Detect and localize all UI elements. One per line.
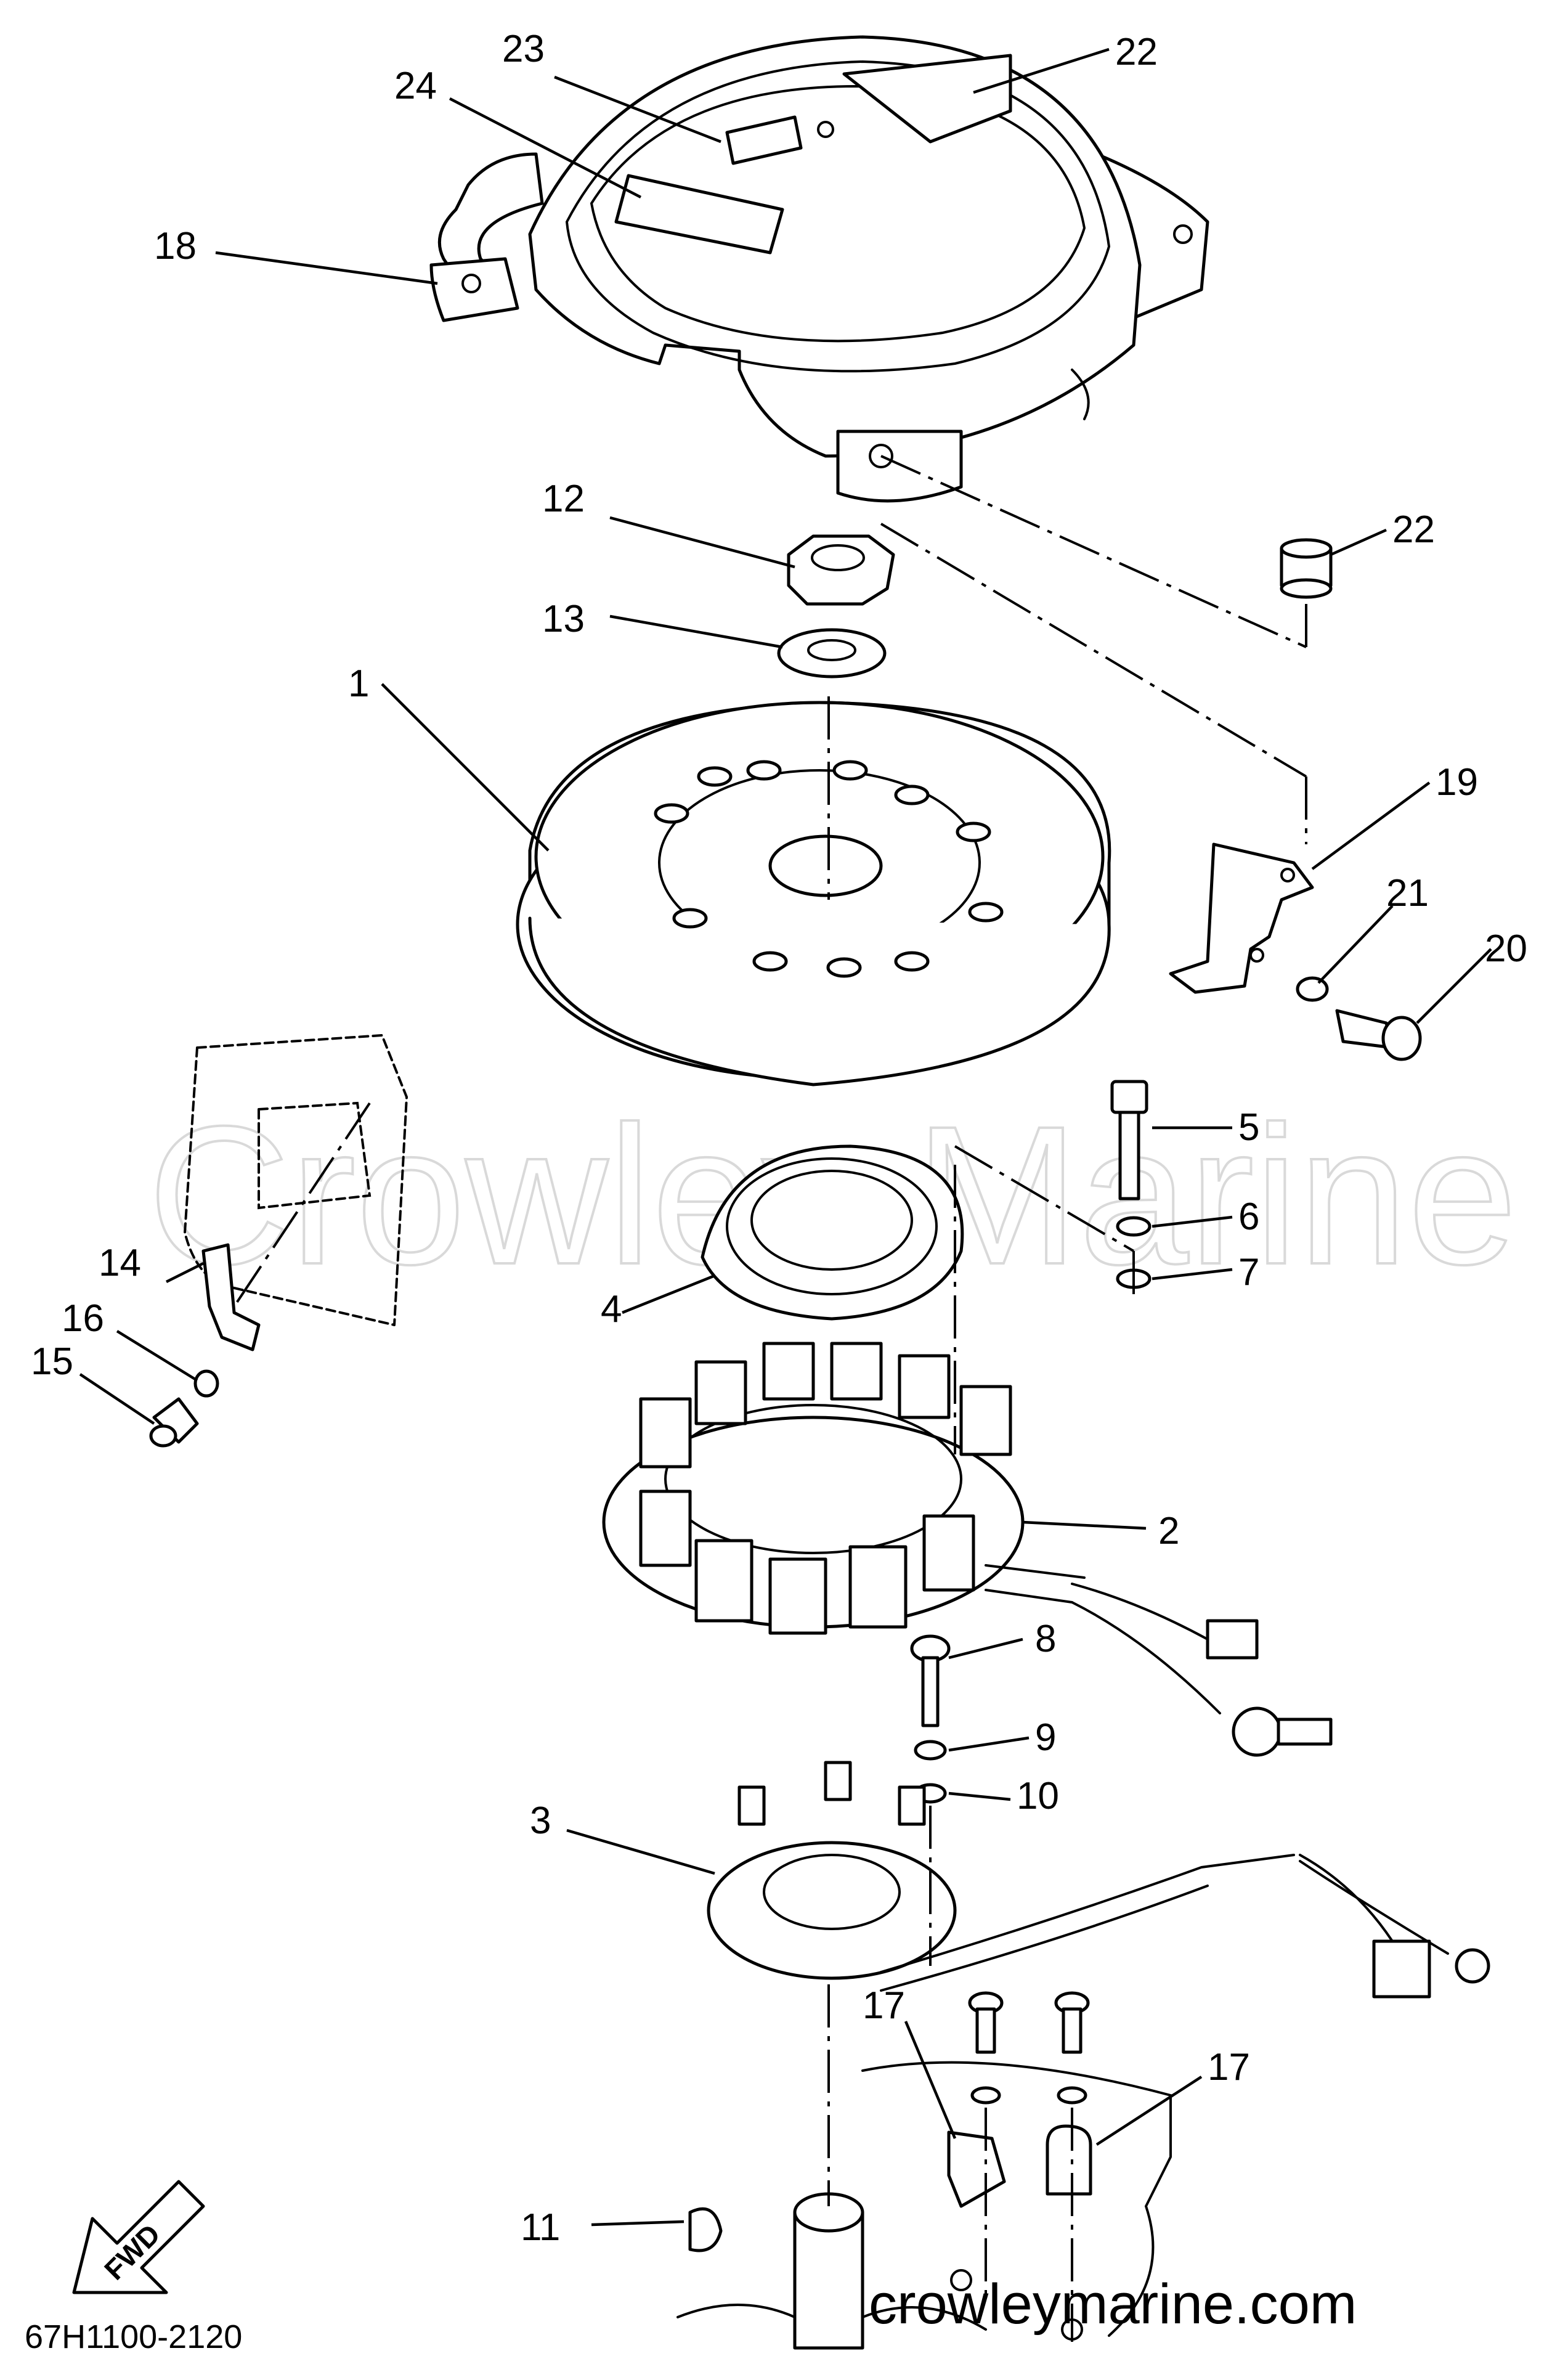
fwd-arrow: FWD xyxy=(72,2180,205,2294)
callout-3: 3 xyxy=(530,1799,551,1842)
bolt-5 xyxy=(1110,1080,1148,1200)
callout-2: 2 xyxy=(1158,1510,1179,1552)
grommet xyxy=(1280,538,1333,599)
callout-12: 12 xyxy=(542,478,585,520)
damper-left xyxy=(947,2130,1006,2208)
callout-17-left: 17 xyxy=(863,1984,905,2027)
callout-24: 23 xyxy=(502,28,545,70)
callout-5: 5 xyxy=(1238,1106,1259,1149)
callout-10: 10 xyxy=(1017,1775,1059,1817)
callout-25: 24 xyxy=(394,65,437,107)
callout-1: 1 xyxy=(348,662,369,705)
pulser-coil xyxy=(707,1761,1490,1999)
callout-14: 14 xyxy=(99,1242,141,1284)
callout-17-right: 17 xyxy=(1208,2046,1250,2089)
bracket-washer xyxy=(1296,976,1329,1002)
washer-6 xyxy=(1116,1216,1152,1237)
callout-21: 21 xyxy=(1386,872,1429,915)
washer-9 xyxy=(914,1740,947,1761)
crankcase xyxy=(676,2061,1172,2350)
woodruff-key xyxy=(688,2207,723,2252)
callout-labels: 23 24 22 18 12 13 22 1 19 21 20 5 6 7 4 … xyxy=(31,28,1527,2249)
bracket xyxy=(1169,842,1314,994)
bolt-lower-right xyxy=(1054,1991,1090,2105)
callout-16: 16 xyxy=(62,1297,104,1340)
damper-right xyxy=(1046,2124,1092,2196)
assembly-lines xyxy=(233,455,1307,2342)
flywheel-washer xyxy=(777,628,887,679)
callout-19: 19 xyxy=(1436,761,1478,804)
callout-7: 7 xyxy=(1238,1251,1259,1294)
mounting-flange xyxy=(149,1033,408,1448)
flywheel-nut xyxy=(787,534,895,606)
callout-9: 9 xyxy=(1035,1716,1056,1759)
callout-11: 11 xyxy=(521,2206,560,2249)
site-url: crowleymarine.com xyxy=(869,2273,1357,2336)
callout-15: 15 xyxy=(31,1340,73,1383)
bracket-bolt xyxy=(1335,1009,1422,1061)
stator-plate xyxy=(701,1144,964,1321)
callout-6: 6 xyxy=(1238,1196,1259,1238)
diagram-code: 67H1100-2120 xyxy=(25,2318,242,2355)
callout-22: 22 xyxy=(1392,508,1435,551)
stator xyxy=(602,1342,1086,1635)
bolt-lower-left xyxy=(968,1991,1004,2105)
screw-8 xyxy=(910,1634,951,1727)
flywheel-cover xyxy=(429,35,1209,503)
callout-23: 22 xyxy=(1115,31,1158,73)
callout-4: 4 xyxy=(601,1288,622,1331)
wire-harness xyxy=(1071,1583,1333,1757)
callout-18: 18 xyxy=(154,225,197,267)
callout-13: 13 xyxy=(542,598,585,640)
callout-20: 20 xyxy=(1485,927,1527,970)
flywheel xyxy=(516,701,1111,1086)
leader-lines xyxy=(79,47,1492,2227)
callout-8: 8 xyxy=(1035,1618,1056,1660)
